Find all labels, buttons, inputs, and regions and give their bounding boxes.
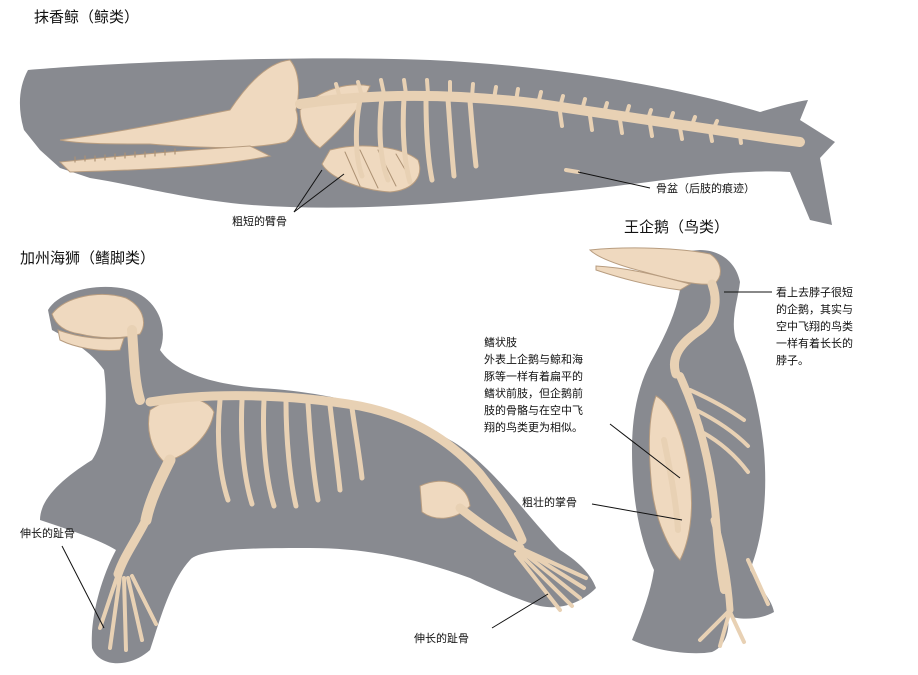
label-sealion-front-toes: 伸长的趾骨 bbox=[20, 527, 75, 540]
leader-penguin-metacarpal bbox=[591, 503, 683, 521]
sealion-jaw bbox=[57, 329, 125, 351]
penguin-toes bbox=[698, 608, 746, 648]
penguin-neck bbox=[670, 279, 720, 379]
sealion-forearm bbox=[113, 515, 151, 579]
penguin-metacarpal bbox=[661, 437, 681, 533]
whale-chevrons bbox=[558, 110, 743, 145]
sealion-rear-toes bbox=[514, 546, 588, 612]
sealion-femur bbox=[455, 503, 525, 553]
penguin-lower-beak bbox=[595, 265, 692, 291]
label-whale-arm-bones: 粗短的臂骨 bbox=[232, 215, 287, 228]
sealion-title: 加州海狮（鳍脚类） bbox=[20, 249, 156, 267]
whale-finger-lines bbox=[344, 149, 411, 189]
sealion-cervical-spine bbox=[127, 325, 145, 405]
sperm-whale bbox=[19, 58, 835, 226]
whale-neural-spines bbox=[334, 78, 719, 130]
whale-flipper-bones bbox=[321, 145, 421, 193]
whale-teeth bbox=[74, 148, 176, 163]
leader-lines bbox=[61, 169, 772, 629]
penguin-silhouette bbox=[620, 250, 774, 654]
leader-sealion-rear-toes bbox=[491, 593, 549, 629]
sealion-spine bbox=[145, 391, 527, 545]
sea-lion bbox=[40, 286, 596, 664]
penguin-leg bbox=[710, 516, 734, 614]
penguin-spine bbox=[676, 372, 728, 594]
note-penguin-neck: 看上去脖子很短 的企鹅，其实与 空中飞翔的鸟类 一样有着长长的 脖子。 bbox=[776, 286, 853, 367]
sealion-ribs bbox=[215, 397, 365, 509]
sealion-silhouette bbox=[40, 286, 596, 664]
label-penguin-metacarpal: 粗壮的掌骨 bbox=[522, 496, 577, 509]
king-penguin bbox=[588, 247, 774, 654]
leader-penguin-flipper bbox=[609, 423, 681, 479]
note-penguin-flipper: 鳍状肢 外表上企鹅与鲸和海 豚等一样有着扁平的 鳍状前肢，但企鹅前 肢的骨骼与在… bbox=[484, 336, 583, 434]
label-sealion-rear-toes: 伸长的趾骨 bbox=[414, 632, 469, 645]
sealion-skull bbox=[51, 294, 144, 339]
sealion-front-toes bbox=[98, 572, 158, 652]
penguin-tail bbox=[746, 558, 770, 606]
leader-whale-arm-1 bbox=[293, 169, 323, 213]
leader-sealion-front-toes bbox=[61, 545, 105, 629]
leader-whale-pelvis bbox=[577, 171, 651, 189]
label-whale-pelvis: 骨盆（后肢的痕迹） bbox=[656, 182, 755, 195]
sealion-humerus bbox=[140, 454, 176, 526]
whale-pelvis bbox=[564, 168, 580, 174]
whale-ribs bbox=[353, 95, 479, 185]
whale-skull bbox=[59, 59, 299, 148]
penguin-ribs bbox=[688, 388, 750, 474]
penguin-title: 王企鹅（鸟类） bbox=[624, 218, 730, 236]
leader-whale-arm-2 bbox=[293, 173, 345, 213]
whale-title: 抹香鲸（鲸类） bbox=[34, 8, 140, 26]
